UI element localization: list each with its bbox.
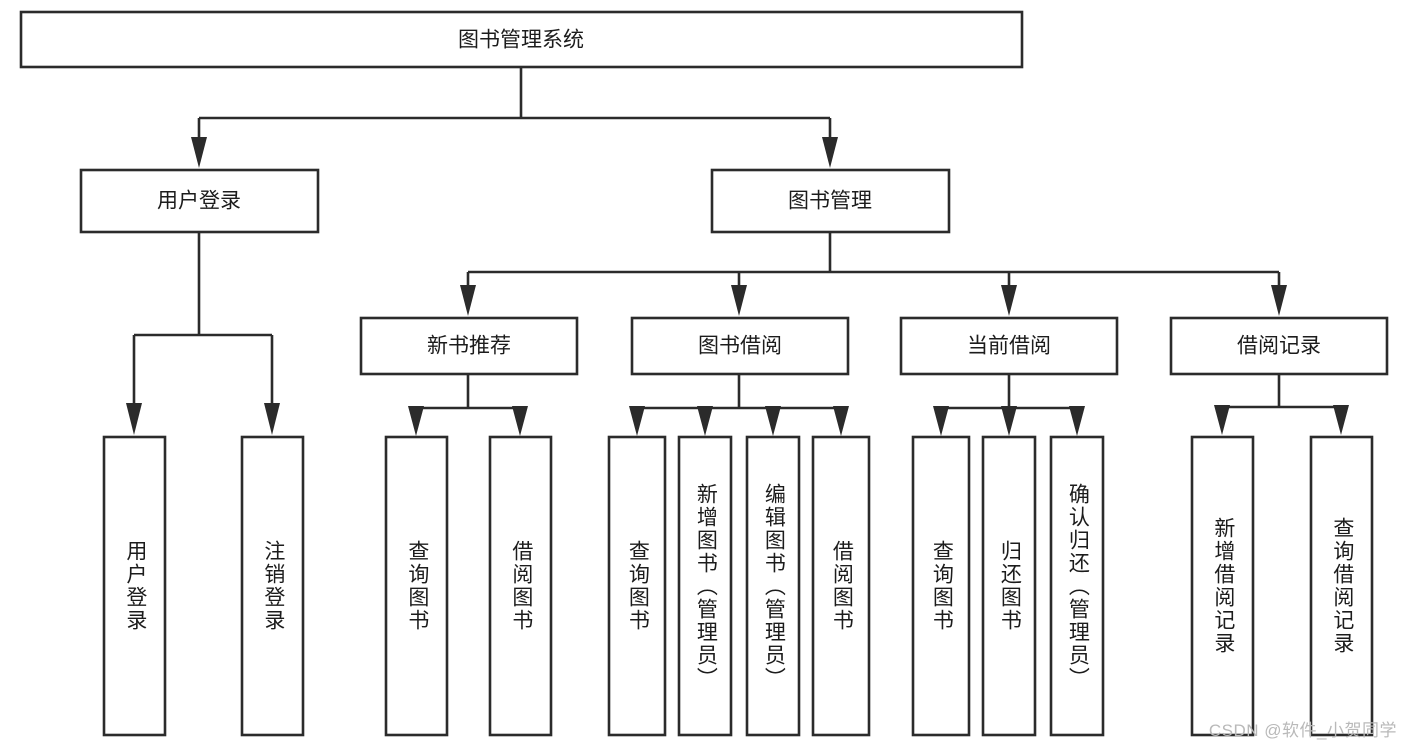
connector-layer — [126, 67, 1349, 436]
label-user-login: 用户登录 — [157, 190, 241, 213]
arrow-to-leaf-borrow-book-a — [512, 406, 528, 436]
leaf-box-query-book-b[interactable] — [607, 435, 667, 737]
label-root: 图书管理系统 — [458, 29, 584, 52]
arrow-to-leaf-query-book-b — [629, 406, 645, 436]
horizontal-label-layer: 图书管理系统 用户登录 图书管理 新书推荐 图书借阅 当前借阅 借阅记录 — [157, 29, 1321, 358]
arrow-to-leaf-query-record — [1333, 405, 1349, 435]
leaf-box-borrow-book-a[interactable] — [488, 435, 553, 737]
arrow-to-leaf-borrow-book-b — [833, 406, 849, 436]
arrow-to-leaf-query-book-c — [933, 406, 949, 436]
label-new-book: 新书推荐 — [427, 335, 511, 358]
arrow-to-leaf-query-book-a — [408, 406, 424, 436]
arrow-to-book-borrow — [731, 285, 747, 316]
leaf-box-query-book-c[interactable] — [911, 435, 971, 737]
node-current-borrow-box[interactable] — [899, 316, 1119, 376]
leaf-box-add-book[interactable] — [677, 435, 733, 737]
arrow-to-leaf-return-book — [1001, 406, 1017, 436]
arrow-to-leaf-edit-book — [765, 406, 781, 436]
arrow-to-current-borrow — [1001, 285, 1017, 316]
leaf-box-confirm-return[interactable] — [1049, 435, 1105, 737]
node-user-login-box[interactable] — [79, 168, 320, 234]
arrow-to-leaf-add-book — [697, 406, 713, 436]
leaf-box-query-record[interactable] — [1309, 435, 1374, 737]
node-new-book-box[interactable] — [359, 316, 579, 376]
leaf-box-query-book-a[interactable] — [384, 435, 449, 737]
label-book-borrow: 图书借阅 — [698, 335, 782, 358]
watermark-text: CSDN @软件_小贺同学 — [1208, 721, 1397, 740]
arrow-to-borrow-record — [1271, 285, 1287, 316]
leaf-box-return-book[interactable] — [981, 435, 1037, 737]
arrow-to-leaf-add-record — [1214, 405, 1230, 435]
node-layer — [19, 10, 1389, 737]
arrow-to-leaf-confirm-return — [1069, 406, 1085, 436]
arrow-to-leaf-user-login — [126, 403, 142, 435]
leaf-box-add-record[interactable] — [1190, 435, 1255, 737]
arrow-to-book-mgmt — [822, 137, 838, 168]
node-book-mgmt-box[interactable] — [710, 168, 951, 234]
node-borrow-record-box[interactable] — [1169, 316, 1389, 376]
leaf-box-logout[interactable] — [240, 435, 305, 737]
label-borrow-record: 借阅记录 — [1237, 335, 1321, 358]
leaf-box-edit-book[interactable] — [745, 435, 801, 737]
node-book-borrow-box[interactable] — [630, 316, 850, 376]
leaf-box-borrow-book-b[interactable] — [811, 435, 871, 737]
node-root-box[interactable] — [19, 10, 1024, 69]
arrow-to-user-login — [191, 137, 207, 168]
arrow-to-new-book — [460, 285, 476, 316]
arrow-to-leaf-logout — [264, 403, 280, 435]
label-book-mgmt: 图书管理 — [788, 190, 872, 213]
label-current-borrow: 当前借阅 — [967, 335, 1051, 358]
leaf-box-user-login[interactable] — [102, 435, 167, 737]
